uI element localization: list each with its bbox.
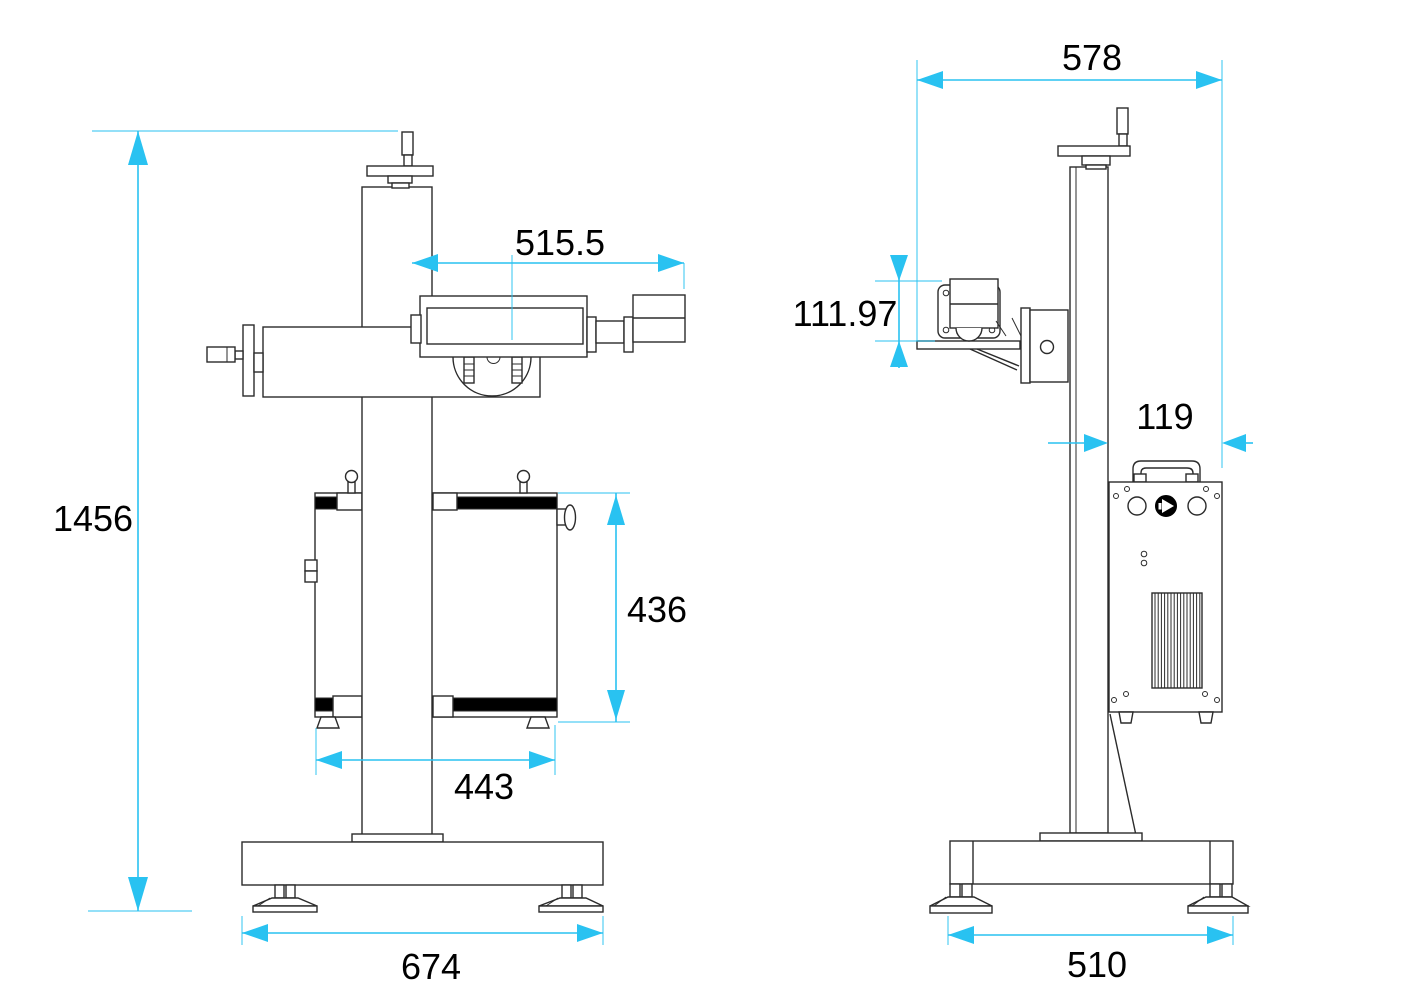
dim-overall-depth: 578 [916, 37, 1223, 468]
arrow-right-icon [529, 751, 555, 769]
arrow-left-icon [1222, 434, 1246, 452]
bracket-gusset [969, 348, 1018, 371]
lens-barrel [955, 327, 983, 342]
support-strut [1109, 713, 1138, 841]
box-foot [526, 716, 550, 729]
control-cabinet [1108, 460, 1223, 724]
arrow-down-icon [128, 877, 148, 911]
arrow-left-icon [948, 926, 974, 944]
crank-bar [1057, 145, 1131, 157]
arrow-down-icon [607, 690, 625, 720]
bracket-flange [1020, 307, 1031, 384]
dim-laser-box-width: 443 [315, 725, 556, 807]
dim-label-rail-length: 515.5 [515, 222, 605, 263]
dim-base-width: 674 [241, 916, 604, 987]
dim-label-base-width: 674 [401, 946, 461, 987]
leveling-foot [538, 897, 604, 913]
arrow-right-icon [577, 924, 603, 942]
dim-rail-length: 515.5 [412, 222, 685, 340]
column-base-plate [351, 833, 444, 843]
dim-label-overall-depth: 578 [1062, 37, 1122, 78]
base-beam [241, 841, 604, 886]
dim-head-height: 111.97 [793, 255, 942, 368]
dim-label-laser-box-height: 436 [627, 589, 687, 630]
bottom-bracket-tab [332, 695, 363, 718]
bottom-bracket-tab [432, 695, 454, 718]
dim-total-height: 1456 [53, 130, 398, 912]
mount-screw [463, 356, 475, 384]
base-beam [949, 840, 1234, 885]
dim-label-total-height: 1456 [53, 498, 133, 539]
arrow-right-icon [1196, 71, 1222, 89]
arrow-up-icon [890, 341, 908, 367]
arrow-left-icon [242, 924, 268, 942]
top-knob [344, 469, 359, 494]
side-column [1069, 166, 1109, 834]
adjust-knob [206, 346, 236, 363]
front-view: 1456 515.5 436 443 [53, 130, 687, 987]
box-foot [316, 716, 340, 729]
arrow-up-icon [607, 495, 625, 525]
height-crank-side [1057, 107, 1131, 170]
height-crank [366, 131, 434, 189]
dim-base-depth: 510 [947, 916, 1234, 985]
beam-tube [595, 320, 625, 344]
arrow-right-icon [1084, 434, 1108, 452]
side-view: 578 111.97 119 510 [793, 37, 1253, 985]
vent-grille [1151, 592, 1203, 689]
left-connector [304, 559, 318, 583]
leveling-foot [929, 896, 993, 914]
arrow-up-icon [128, 131, 148, 165]
leveling-foot [1187, 896, 1251, 914]
top-knob [516, 469, 531, 494]
arrow-right-icon [1207, 926, 1233, 944]
rotary-mount [452, 356, 532, 397]
column-base-plate [1039, 832, 1143, 842]
crank-handle [1116, 107, 1129, 135]
arrow-left-icon [412, 254, 438, 272]
arrow-right-icon [658, 254, 684, 272]
front-column [361, 186, 433, 836]
connector-port [1127, 496, 1147, 516]
galvo-head [632, 294, 686, 343]
arrow-left-icon [316, 751, 342, 769]
slider-hole [1039, 339, 1055, 355]
dim-label-cabinet-depth: 119 [1136, 396, 1193, 437]
mount-screw [511, 356, 523, 384]
dim-label-base-depth: 510 [1067, 944, 1127, 985]
dim-label-laser-box-width: 443 [454, 766, 514, 807]
leveling-foot [252, 897, 318, 913]
arrow-down-icon [890, 255, 908, 281]
dim-label-head-height: 111.97 [793, 293, 898, 334]
rail-left-flange [410, 314, 422, 344]
dim-laser-box-height: 436 [558, 492, 687, 723]
rail-right-flange [586, 316, 597, 353]
crank-bar [366, 165, 434, 177]
crank-handle [401, 131, 414, 156]
side-base [929, 832, 1251, 914]
arrow-left-icon [917, 71, 943, 89]
carry-handle [1132, 460, 1201, 483]
head-mounting-plate [916, 340, 1021, 350]
front-base [241, 833, 604, 913]
connector-port [1187, 496, 1207, 516]
arm-flange-disc [242, 324, 255, 397]
top-bracket-tab [432, 492, 458, 511]
side-connector [556, 504, 577, 531]
mount-notch [486, 356, 501, 364]
laser-rail [410, 294, 686, 358]
top-bracket-tab [336, 492, 363, 511]
power-button [1155, 495, 1177, 517]
cabinet-foot [1118, 711, 1134, 724]
dim-cabinet-depth: 119 [1048, 396, 1253, 452]
cabinet-foot [1198, 711, 1214, 724]
laser-source-box [304, 469, 577, 729]
marking-head-assembly [916, 278, 1069, 384]
